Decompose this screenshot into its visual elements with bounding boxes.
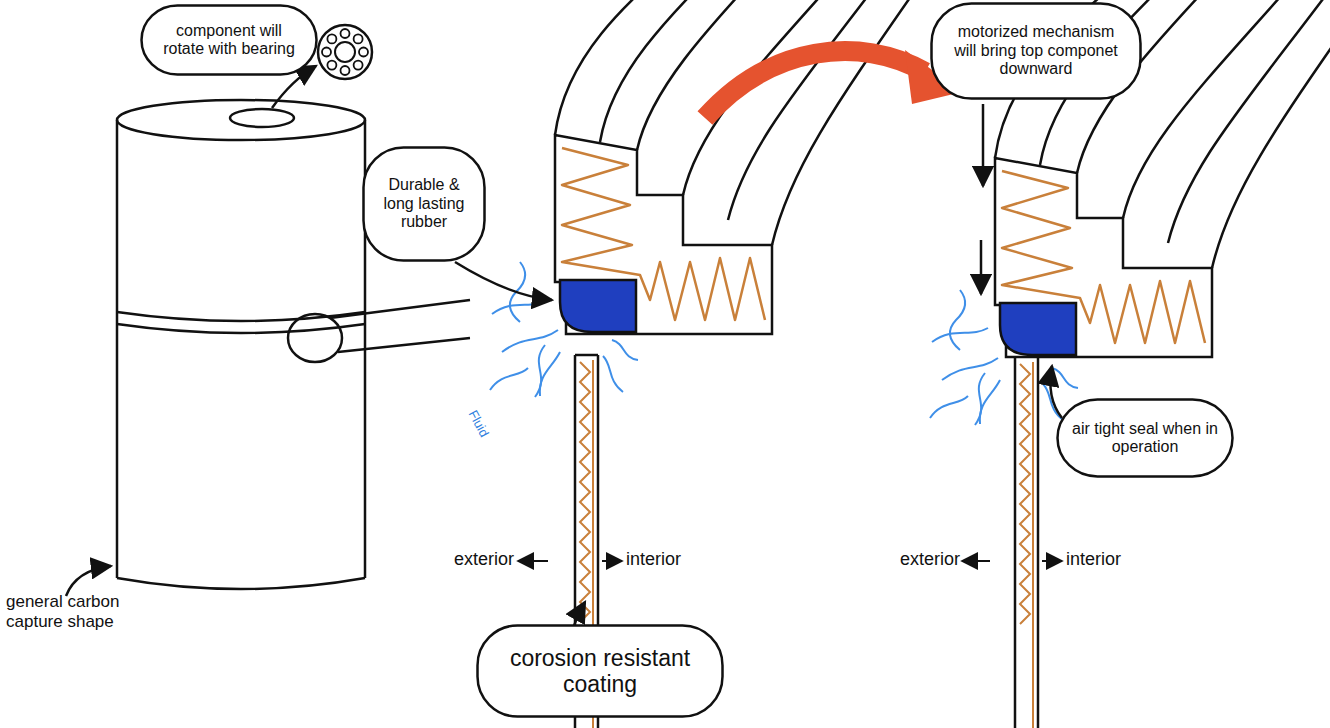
bearing-ball	[359, 48, 368, 57]
callout-text: motorized mechanism will bring top compo…	[946, 23, 1126, 78]
direction-arrow	[962, 560, 990, 562]
text-label: exterior	[864, 549, 960, 570]
callout-text: component will rotate with bearing	[156, 22, 302, 59]
bearing-ball	[327, 34, 336, 43]
bearing-ball	[341, 29, 350, 38]
detail-line	[330, 300, 470, 318]
wall-line	[1037, 357, 1040, 728]
wall-line	[1014, 357, 1017, 728]
coating-zigzag	[1020, 364, 1030, 624]
bearing-symbol	[318, 25, 372, 79]
label-text: interior	[1066, 549, 1121, 569]
callout-bubble: component will rotate with bearing	[140, 4, 318, 76]
label-text: exterior	[900, 549, 960, 569]
detail-circle	[288, 314, 342, 362]
label-text: exterior	[454, 549, 514, 569]
callout-bubble: air tight seal when in operation	[1056, 398, 1234, 478]
bearing-ball	[354, 61, 363, 70]
detail-line	[338, 338, 470, 352]
coating-line	[1032, 362, 1034, 728]
top-component-open	[555, 0, 950, 334]
motion-arrow	[982, 104, 985, 186]
callout-bubble: motorized mechanism will bring top compo…	[930, 2, 1142, 100]
direction-arrow	[602, 560, 622, 562]
joint-line	[117, 324, 365, 333]
fluid-flow	[930, 290, 1078, 425]
callout-bubble: Durable & long lasting rubber	[362, 146, 486, 262]
label-text: general carbon capture shape	[6, 592, 119, 631]
direction-arrow	[1042, 560, 1062, 562]
callout-text: air tight seal when in operation	[1072, 420, 1218, 457]
label-text: interior	[626, 549, 681, 569]
cylinder-top	[117, 100, 365, 140]
coating-zigzag	[580, 362, 590, 622]
callout-text: corosion resistant coating	[492, 645, 708, 698]
bubble-shape	[478, 626, 723, 717]
bubble-shape	[1058, 400, 1233, 477]
motion-arrow	[980, 240, 983, 294]
text-label: exterior	[420, 549, 514, 570]
bearing-ball	[341, 66, 350, 75]
label-text: Fluid	[466, 408, 492, 440]
bearing-symbol	[335, 42, 355, 62]
bearing-ball	[327, 61, 336, 70]
wall-line	[575, 354, 598, 357]
leader-arrow	[455, 262, 552, 300]
bubble-shape	[932, 4, 1141, 99]
bubble-shape	[142, 6, 317, 75]
callout-bubble: corosion resistant coating	[476, 624, 724, 718]
bearing-ball	[354, 34, 363, 43]
transition-arrow	[705, 51, 925, 118]
text-label: general carbon capture shape	[6, 592, 141, 631]
bearing-hole	[230, 109, 294, 127]
leader-arrow	[1050, 366, 1062, 418]
cylinder-bottom	[117, 578, 365, 589]
callout-text: Durable & long lasting rubber	[378, 176, 470, 231]
fluid-flow	[490, 262, 638, 397]
text-label: Fluid	[465, 408, 502, 459]
direction-arrow	[518, 560, 548, 562]
text-label: interior	[626, 549, 716, 570]
bearing-ball	[322, 48, 331, 57]
leader-arrow	[66, 566, 111, 596]
bubble-shape	[364, 148, 485, 261]
cylinder-side	[116, 120, 119, 578]
text-label: interior	[1066, 549, 1156, 570]
